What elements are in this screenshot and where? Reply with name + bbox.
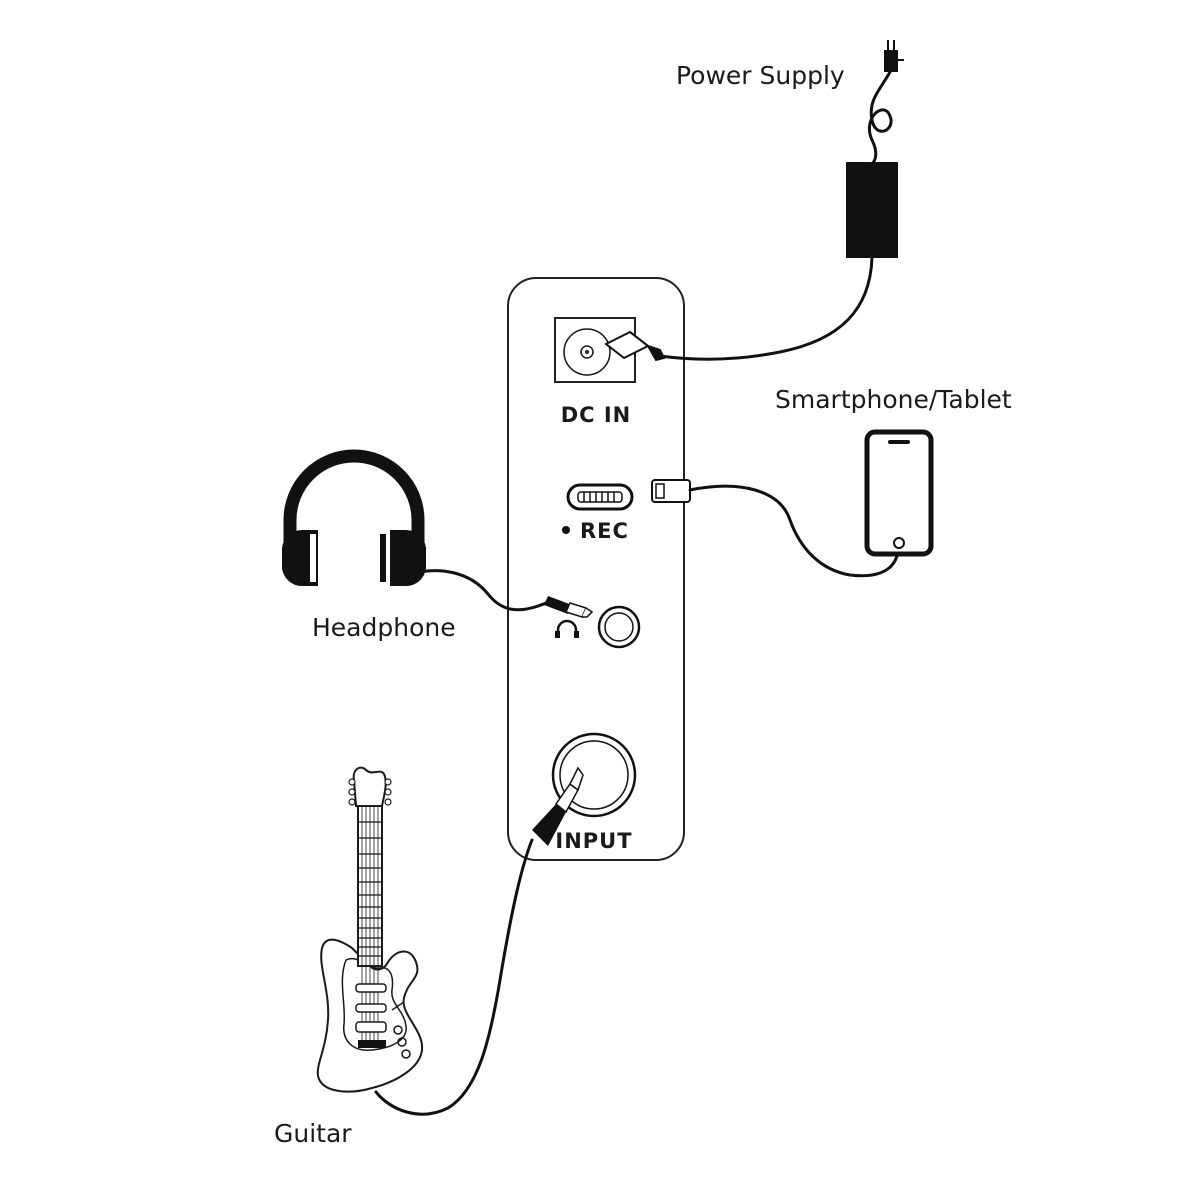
dc-plug-icon (604, 330, 666, 362)
headphone-plug-icon (544, 596, 594, 618)
power-adapter-icon (846, 162, 898, 258)
headphone-label: Headphone (312, 613, 456, 642)
power-cord-top (868, 70, 893, 166)
headphone-jack-icon (597, 605, 641, 649)
smartphone-tablet-label: Smartphone/Tablet (775, 385, 1012, 414)
usb-c-port-icon (566, 483, 634, 511)
smartphone-icon (864, 429, 934, 557)
rec-indicator-dot (562, 526, 570, 534)
guitar-cable (374, 838, 534, 1116)
power-supply-label: Power Supply (676, 61, 845, 90)
usb-cable (688, 484, 899, 578)
power-plug-icon (884, 40, 904, 72)
guitar-label: Guitar (274, 1119, 352, 1148)
power-cord-bottom (658, 256, 874, 361)
rec-label: REC (580, 519, 629, 543)
usb-plug-icon (651, 479, 691, 503)
headphones-small-icon (555, 619, 579, 638)
dc-in-label: DC IN (561, 403, 632, 427)
input-plug-icon (532, 766, 584, 846)
electric-guitar-icon (316, 766, 424, 1093)
headphone-cable (408, 569, 548, 612)
input-label: INPUT (555, 829, 632, 853)
device-panel (507, 277, 685, 861)
headphones-icon (282, 449, 426, 587)
